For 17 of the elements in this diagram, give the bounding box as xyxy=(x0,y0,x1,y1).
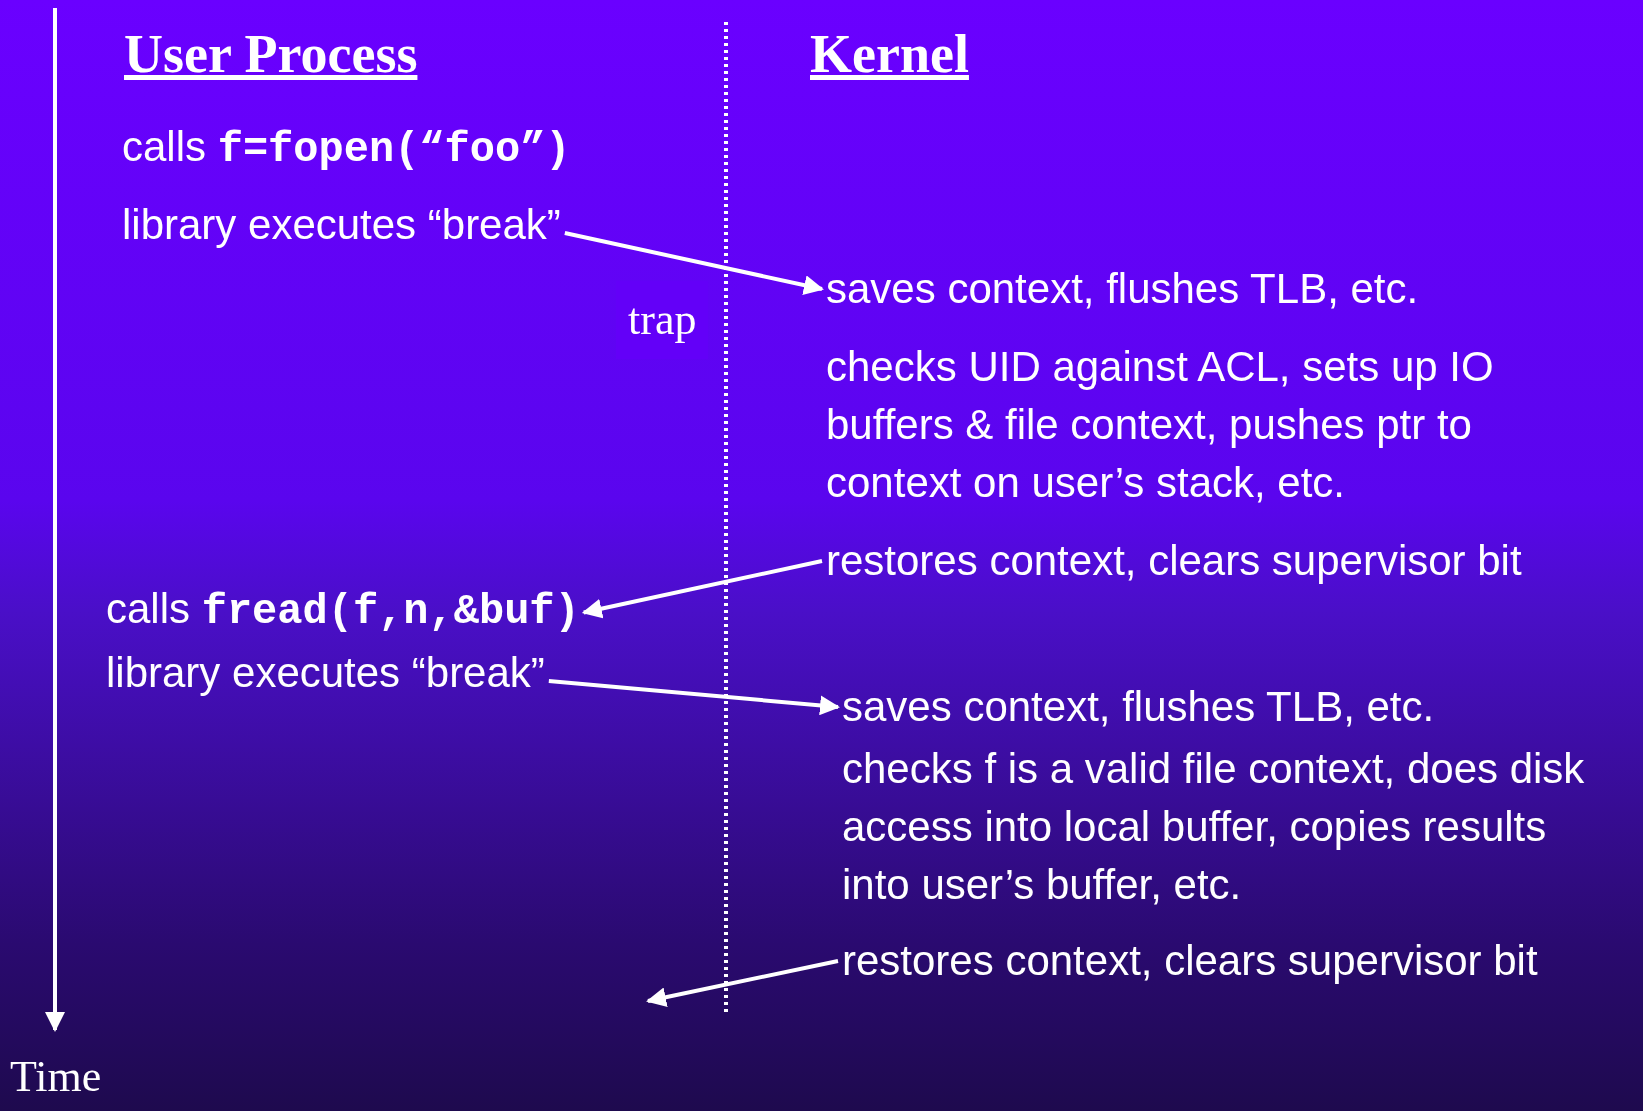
step-text: checks UID against ACL, sets up IO buffers & file context, pushes ptr to context on user’s stack, etc. xyxy=(826,342,1495,508)
step-text: restores context, clears supervisor bit xyxy=(842,932,1538,990)
step-text: saves context, flushes TLB, etc. xyxy=(826,260,1419,318)
step-text: calls f=fopen(“foo”) xyxy=(122,122,571,176)
arrow xyxy=(581,559,823,619)
arrow xyxy=(564,231,824,295)
arrow xyxy=(548,679,840,716)
column-heading: User Process xyxy=(124,23,418,86)
step-text: restores context, clears supervisor bit xyxy=(826,532,1522,590)
axis-label: Time xyxy=(10,1051,102,1103)
step-text: checks f is a valid file context, does disk access into local buffer, copies results into user’s buffer, etc. xyxy=(842,744,1586,910)
arrow xyxy=(646,959,839,1008)
step-text: library executes “break” xyxy=(122,196,561,254)
column-heading: Kernel xyxy=(810,23,969,86)
step-text: calls fread(f,n,&buf) xyxy=(106,580,580,641)
step-text: library executes “break” xyxy=(106,644,545,702)
step-text: saves context, flushes TLB, etc. xyxy=(842,678,1435,736)
